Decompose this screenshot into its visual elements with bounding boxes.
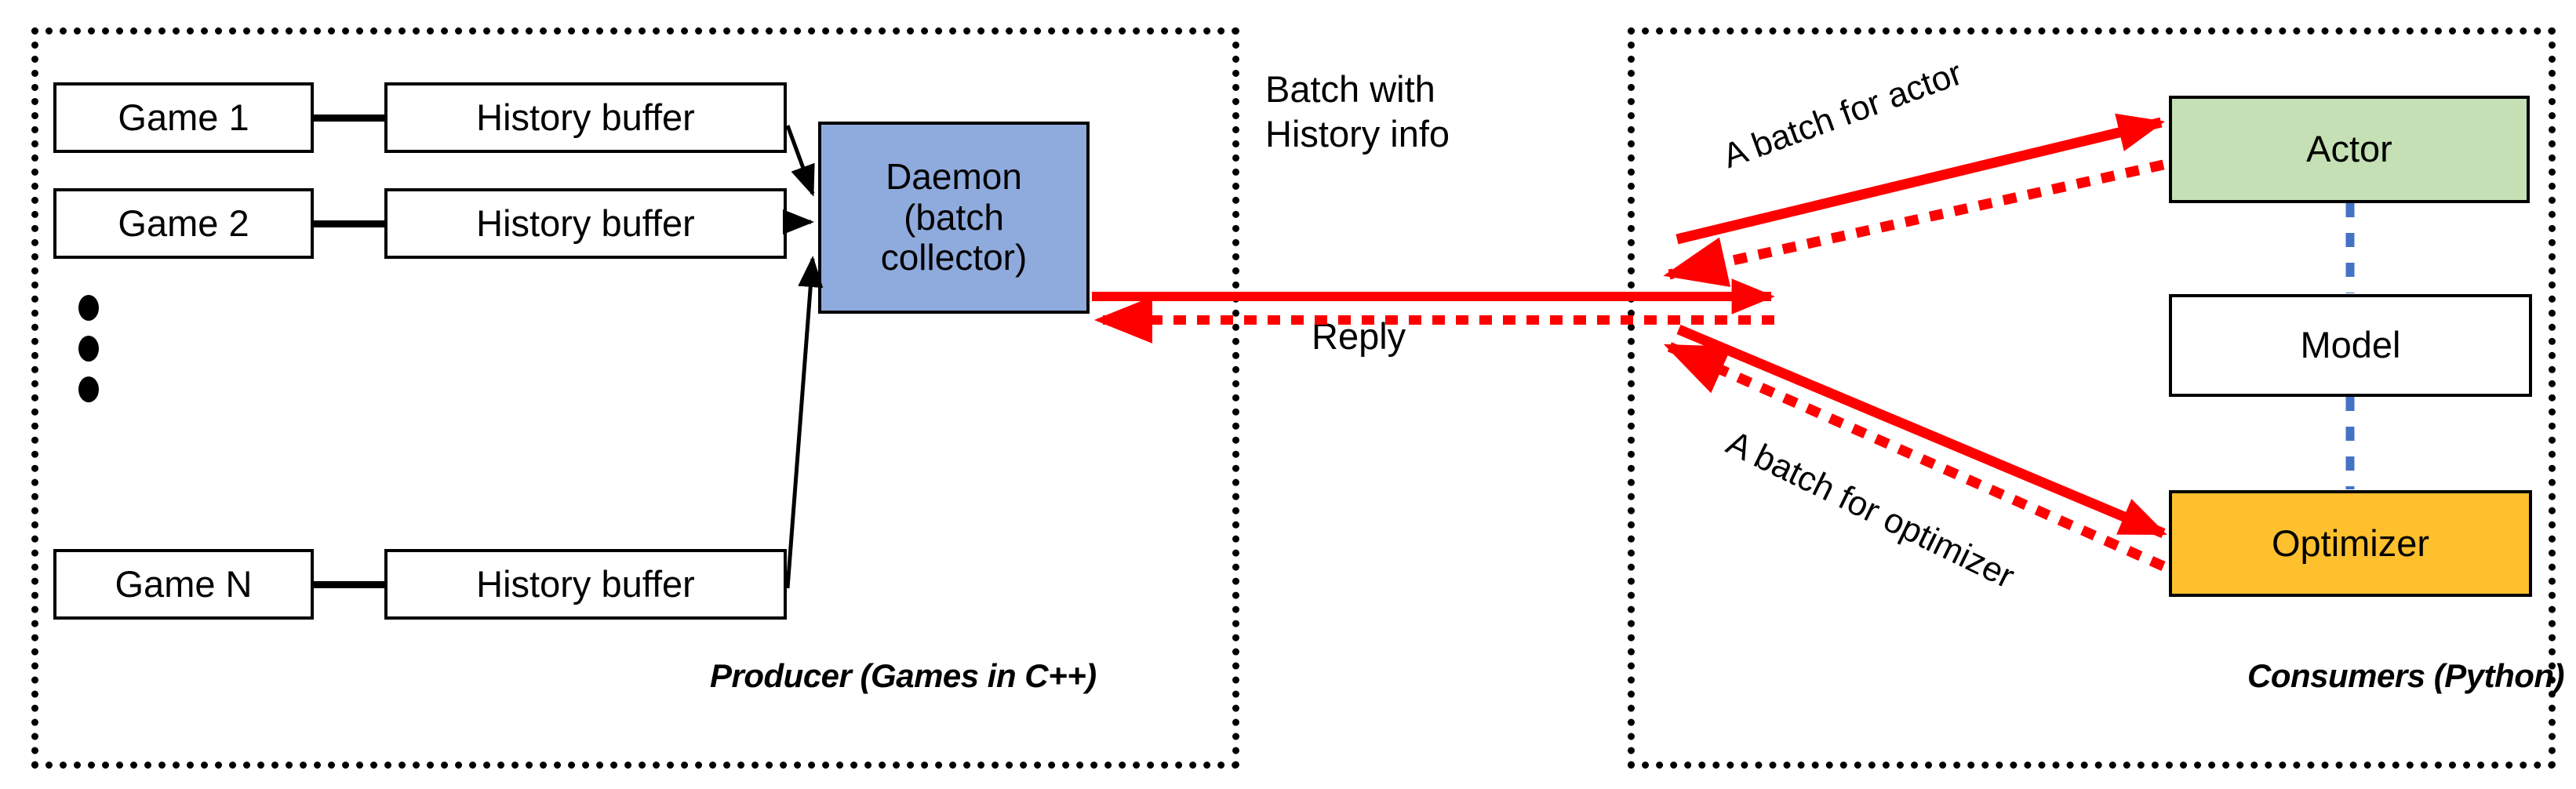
history-buffer-n-label: History buffer bbox=[476, 562, 695, 605]
history-buffer-2-label: History buffer bbox=[476, 202, 695, 244]
producer-caption: Producer (Games in C++) bbox=[710, 657, 1097, 694]
history-buffer-1-box[interactable]: History buffer bbox=[384, 82, 787, 153]
game-2-box[interactable]: Game 2 bbox=[53, 188, 314, 259]
producer-group-boundary bbox=[31, 27, 1239, 769]
game-n-to-buffer-connector bbox=[314, 581, 386, 588]
reply-label: Reply bbox=[1312, 315, 1406, 357]
consumers-caption: Consumers (Python) bbox=[2247, 657, 2565, 694]
consumers-group-boundary bbox=[1628, 27, 2556, 769]
batch-label-line1: Batch with bbox=[1265, 68, 1435, 110]
game-2-to-buffer-connector bbox=[314, 220, 386, 227]
ellipsis-dot-3 bbox=[78, 376, 99, 402]
game-1-to-buffer-connector bbox=[314, 115, 386, 122]
daemon-label-line1: Daemon bbox=[886, 156, 1022, 198]
actor-box[interactable]: Actor bbox=[2169, 96, 2530, 203]
batch-with-history-info-label: Batch with History info bbox=[1265, 67, 1450, 157]
game-n-label: Game N bbox=[115, 562, 253, 605]
daemon-label-line3: collector) bbox=[880, 237, 1028, 278]
game-2-label: Game 2 bbox=[118, 202, 249, 244]
optimizer-label: Optimizer bbox=[2271, 522, 2430, 564]
history-buffer-2-box[interactable]: History buffer bbox=[384, 188, 787, 259]
ellipsis-dot-1 bbox=[78, 295, 99, 321]
model-box[interactable]: Model bbox=[2169, 294, 2532, 397]
game-1-label: Game 1 bbox=[118, 96, 249, 138]
history-buffer-n-box[interactable]: History buffer bbox=[384, 549, 787, 620]
daemon-batch-collector-box[interactable]: Daemon (batch collector) bbox=[818, 122, 1090, 314]
batch-label-line2: History info bbox=[1265, 113, 1450, 155]
daemon-label-line2: (batch bbox=[904, 196, 1004, 238]
actor-label: Actor bbox=[2306, 128, 2392, 170]
game-1-box[interactable]: Game 1 bbox=[53, 82, 314, 153]
game-n-box[interactable]: Game N bbox=[53, 549, 314, 620]
ellipsis-dot-2 bbox=[78, 336, 99, 362]
model-label: Model bbox=[2300, 324, 2401, 366]
history-buffer-1-label: History buffer bbox=[476, 96, 695, 138]
optimizer-box[interactable]: Optimizer bbox=[2169, 490, 2532, 597]
